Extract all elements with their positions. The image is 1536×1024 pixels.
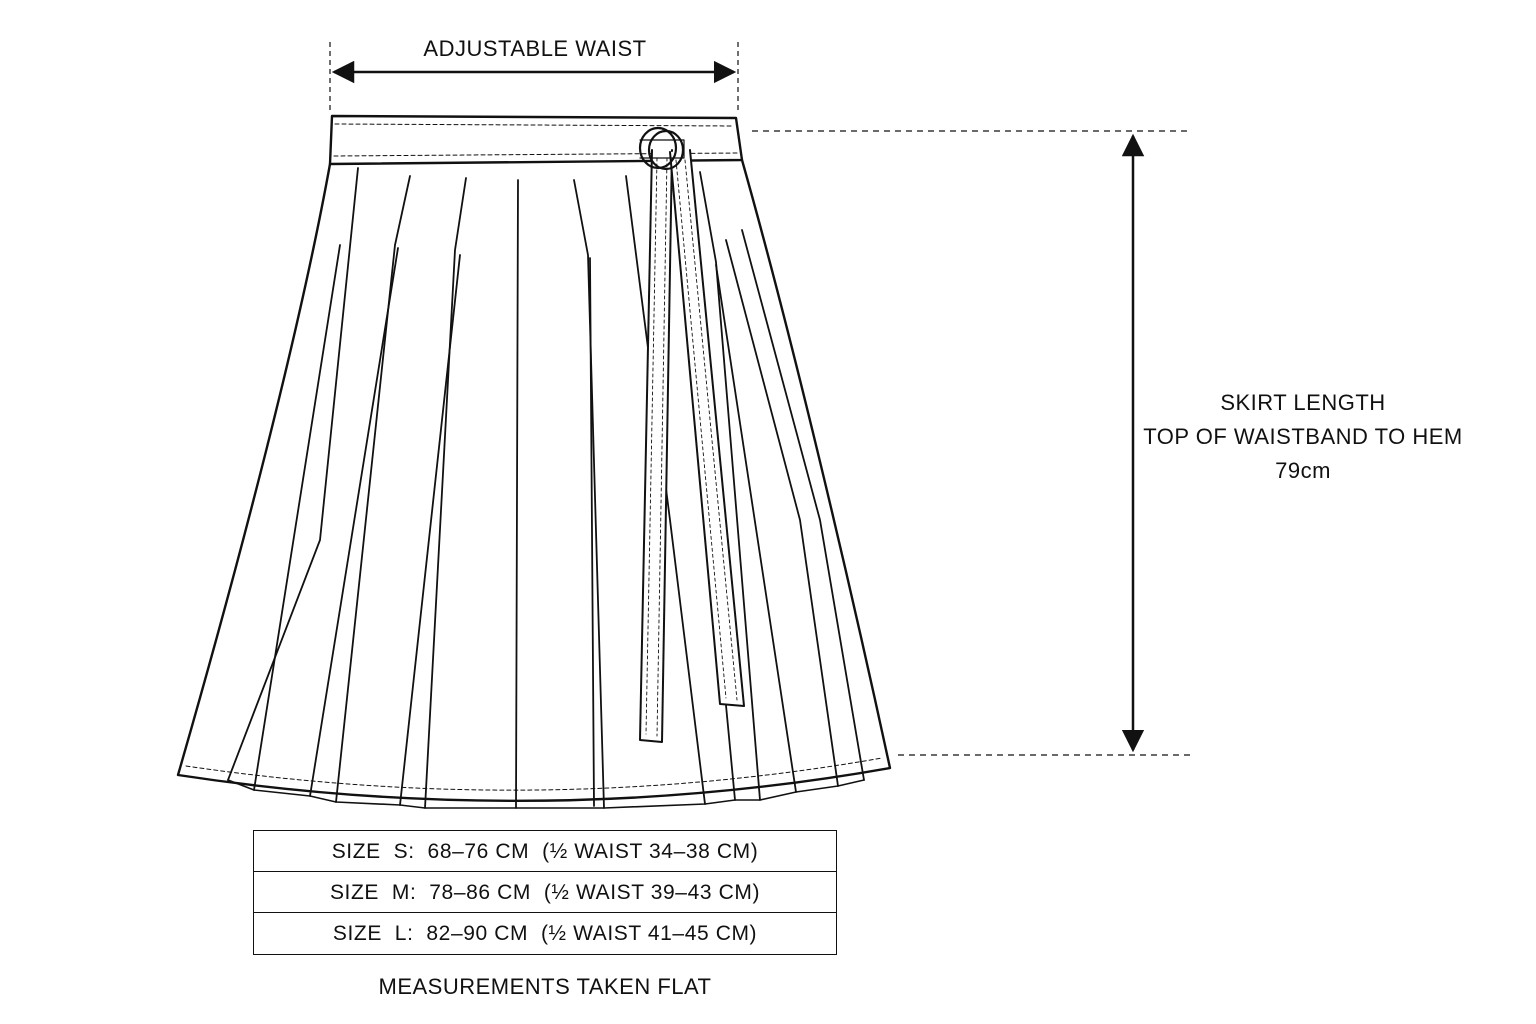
size-row-m: SIZE M: 78–86 CM (½ WAIST 39–43 CM) bbox=[254, 872, 836, 913]
size-row-s: SIZE S: 68–76 CM (½ WAIST 34–38 CM) bbox=[254, 831, 836, 872]
skirt-illustration bbox=[176, 114, 892, 809]
adjustable-waist-label: ADJUSTABLE WAIST bbox=[423, 36, 647, 61]
skirt-length-title: SKIRT LENGTH bbox=[1220, 390, 1386, 415]
size-table: SIZE S: 68–76 CM (½ WAIST 34–38 CM) SIZE… bbox=[253, 830, 837, 955]
skirt-length-subtitle: TOP OF WAISTBAND TO HEM bbox=[1143, 424, 1463, 449]
skirt-length-annotation: SKIRT LENGTH TOP OF WAISTBAND TO HEM 79c… bbox=[1140, 386, 1466, 488]
size-row-l: SIZE L: 82–90 CM (½ WAIST 41–45 CM) bbox=[332, 922, 758, 945]
measurements-note: MEASUREMENTS TAKEN FLAT bbox=[378, 974, 712, 999]
length-dimension bbox=[752, 130, 1192, 756]
waist-dimension bbox=[329, 42, 739, 112]
o-ring-buckle-icon bbox=[638, 126, 685, 171]
skirt-length-value: 79cm bbox=[1275, 458, 1331, 483]
